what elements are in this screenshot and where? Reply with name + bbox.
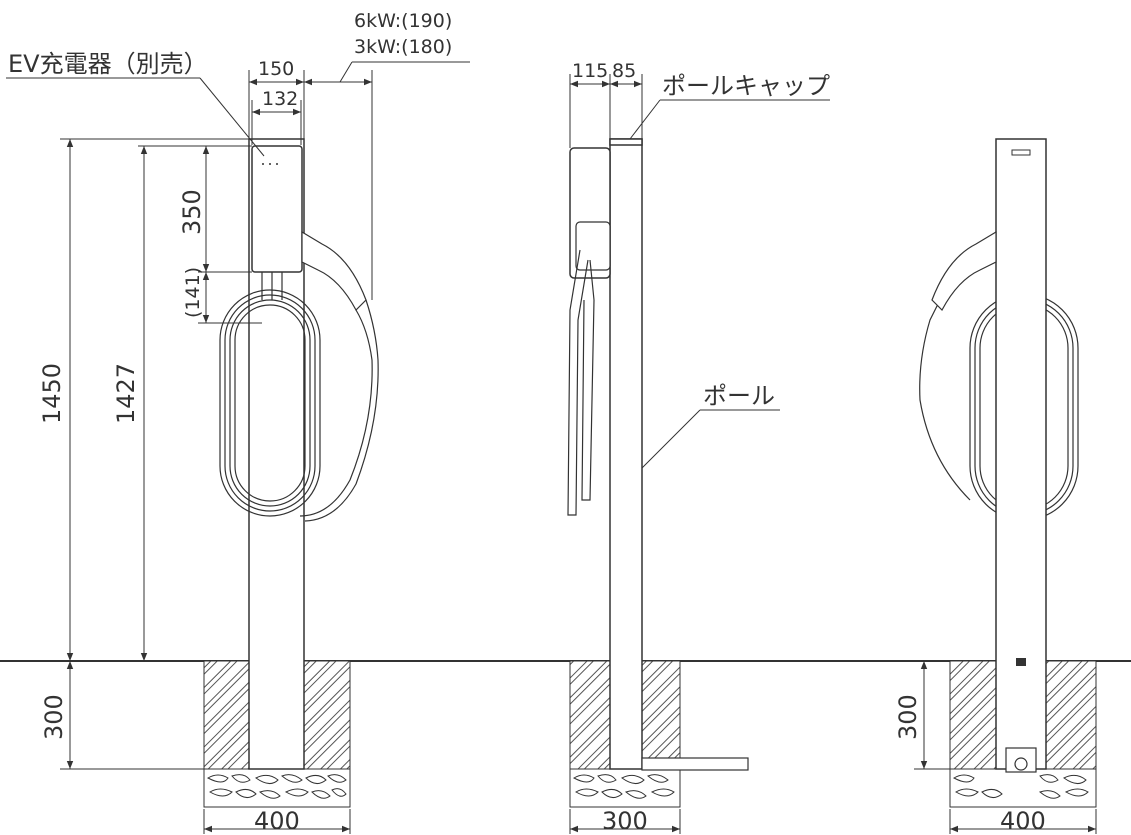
gravel-left [203, 768, 351, 808]
dim-141: (141) [182, 266, 204, 318]
gravel-stones-right [952, 774, 1089, 799]
dim-400-left: 400 [254, 807, 300, 835]
dim-300-mid: 300 [602, 807, 648, 835]
label-cable-3kw: 3kW:(180) [354, 36, 453, 58]
dim-1450: 1450 [38, 362, 66, 424]
back-view [914, 138, 1097, 834]
cable-coil-front [219, 272, 321, 517]
dim-150: 150 [258, 58, 295, 80]
dim-300-right: 300 [894, 694, 922, 740]
dim-115: 115 [572, 60, 609, 82]
gravel-stones-left [206, 774, 347, 799]
side-view [567, 74, 830, 834]
dims-back [914, 661, 1097, 834]
gravel-right [949, 768, 1097, 808]
label-pole: ポール [703, 382, 775, 410]
label-cable-6kw: 6kW:(190) [354, 10, 453, 32]
gravel-stones-mid [572, 774, 675, 799]
label-pole-cap: ポールキャップ [662, 72, 830, 100]
front-view [6, 61, 470, 834]
dim-132: 132 [262, 88, 299, 110]
connector-back [931, 230, 997, 311]
pole-cap [609, 138, 643, 146]
dim-1427: 1427 [112, 362, 140, 424]
bottom-plate [641, 757, 749, 771]
charger-box [251, 145, 303, 273]
dim-85: 85 [612, 60, 637, 82]
dim-350: 350 [178, 189, 206, 235]
dim-400-right: 400 [1000, 807, 1046, 835]
dims-front [6, 61, 470, 834]
label-ev-charger: EV充電器（別売） [8, 50, 208, 78]
dims-side [569, 74, 830, 834]
pole-back [995, 138, 1047, 770]
dim-300-left: 300 [40, 694, 68, 740]
cable-side [567, 249, 595, 516]
connector-front [299, 230, 379, 522]
pole-side [609, 138, 643, 770]
